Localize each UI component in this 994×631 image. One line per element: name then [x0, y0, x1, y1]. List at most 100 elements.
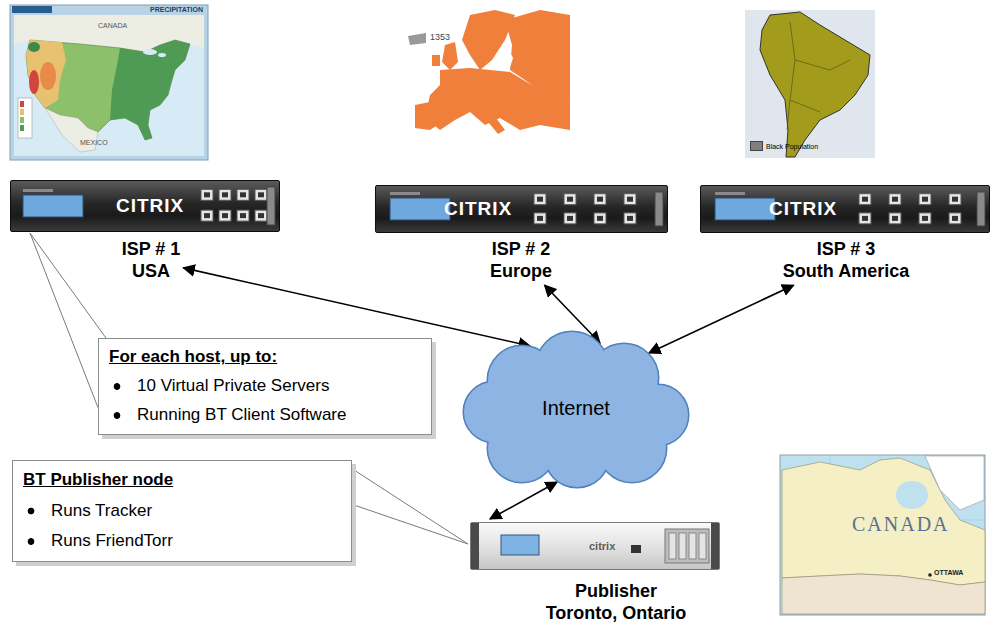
us-precipitation-map	[20, 125, 24, 131]
map-label: CANADA	[852, 514, 950, 534]
callout-pointer	[351, 468, 468, 544]
bullet-item: Runs FriendTorr	[23, 526, 173, 557]
us-precipitation-map	[110, 40, 190, 140]
appliance-front	[23, 189, 53, 192]
map-label: OTTAWA	[934, 569, 963, 576]
europe-map	[408, 33, 426, 45]
legend-swatch	[750, 141, 763, 151]
appliance-front	[222, 192, 228, 197]
appliance-front	[567, 216, 573, 221]
appliance-front	[922, 216, 928, 221]
appliance-front	[537, 197, 543, 202]
appliance-front	[222, 213, 228, 218]
south-america-map	[787, 22, 850, 130]
brand-logo: CITRIX	[116, 195, 184, 217]
appliance-front	[892, 197, 898, 202]
appliance-front	[711, 523, 719, 569]
appliance-front	[201, 189, 213, 200]
appliance-front	[204, 213, 210, 218]
network-link	[649, 285, 794, 353]
appliance-front	[471, 523, 479, 569]
appliance-front	[204, 192, 210, 197]
appliance-front	[594, 213, 606, 224]
europe-map	[405, 5, 570, 135]
us-precipitation-map	[26, 40, 190, 140]
us-precipitation-map	[12, 6, 52, 13]
brand-logo: CITRIX	[444, 198, 512, 220]
europe-map	[442, 42, 458, 70]
appliance-front	[919, 194, 931, 205]
appliance-front	[669, 533, 676, 559]
appliance-front	[219, 210, 231, 221]
europe-map	[415, 100, 445, 130]
appliance-front	[201, 210, 213, 221]
appliance-front	[689, 533, 696, 559]
server-appliance: citrixPublisherToronto, Ontario	[470, 522, 720, 570]
appliance-front	[240, 192, 246, 197]
us-precipitation-map	[18, 98, 32, 138]
appliance-front	[376, 186, 669, 234]
appliance-front	[862, 197, 868, 202]
canada-map	[780, 455, 985, 615]
appliance-front	[627, 197, 633, 202]
appliance-front	[567, 197, 573, 202]
appliance-front	[919, 213, 931, 224]
us-precipitation-map	[20, 101, 24, 107]
network-link	[183, 268, 530, 346]
appliance-front	[679, 533, 686, 559]
us-precipitation-map	[143, 49, 157, 55]
node-heading: Publisher	[546, 581, 687, 603]
bullet-item: 10 Virtual Private Servers	[109, 372, 329, 401]
cloud-shape	[464, 382, 524, 442]
appliance-front	[240, 213, 246, 218]
appliance-front	[699, 533, 706, 559]
appliance-front	[701, 186, 991, 234]
appliance-front	[390, 192, 420, 195]
europe-map	[432, 55, 440, 66]
appliance-front	[627, 216, 633, 221]
us-precipitation-map	[14, 15, 204, 156]
appliance-front	[655, 192, 663, 226]
node-heading: ISP # 2	[490, 239, 552, 261]
appliance-front	[534, 213, 546, 224]
cloud-shape	[464, 382, 524, 442]
appliance-front	[255, 210, 267, 221]
south-america-map	[745, 10, 875, 158]
appliance-front	[892, 216, 898, 221]
callout-heading: For each host, up to:	[109, 343, 277, 372]
appliance-front	[219, 189, 231, 200]
server-appliance: CITRIXISP # 1USA	[10, 180, 280, 232]
us-precipitation-map	[20, 117, 24, 123]
appliance-front	[237, 210, 249, 221]
appliance-front	[267, 187, 275, 225]
europe-map	[462, 10, 515, 70]
cloud-shape	[464, 332, 688, 487]
callout-pointer	[30, 233, 106, 408]
callout-heading: BT Publisher node	[23, 465, 173, 496]
node-heading-group: PublisherToronto, Ontario	[546, 581, 687, 624]
node-heading: Toronto, Ontario	[546, 603, 687, 625]
legend-text: Black Population	[766, 143, 818, 150]
appliance-front	[952, 197, 958, 202]
appliance-front	[862, 216, 868, 221]
south-america-map	[760, 12, 870, 157]
appliance-front	[23, 195, 83, 217]
us-precipitation-map	[28, 42, 40, 52]
node-heading-group: ISP # 2Europe	[490, 239, 552, 282]
appliance-front	[624, 194, 636, 205]
appliance-front	[258, 213, 264, 218]
appliance-front	[390, 198, 450, 220]
appliance-front	[237, 189, 249, 200]
appliance-front	[859, 213, 871, 224]
us-precipitation-map	[29, 70, 39, 94]
appliance-front	[715, 198, 775, 220]
cloud-shape	[464, 332, 688, 487]
appliance-front	[597, 216, 603, 221]
canada-map	[928, 573, 932, 577]
node-heading: South America	[783, 261, 909, 283]
appliance-front	[501, 535, 539, 555]
appliance-front	[597, 197, 603, 202]
us-precipitation-map	[40, 62, 56, 90]
legend-entry: Black Population	[750, 141, 818, 151]
canada-map	[780, 455, 985, 615]
